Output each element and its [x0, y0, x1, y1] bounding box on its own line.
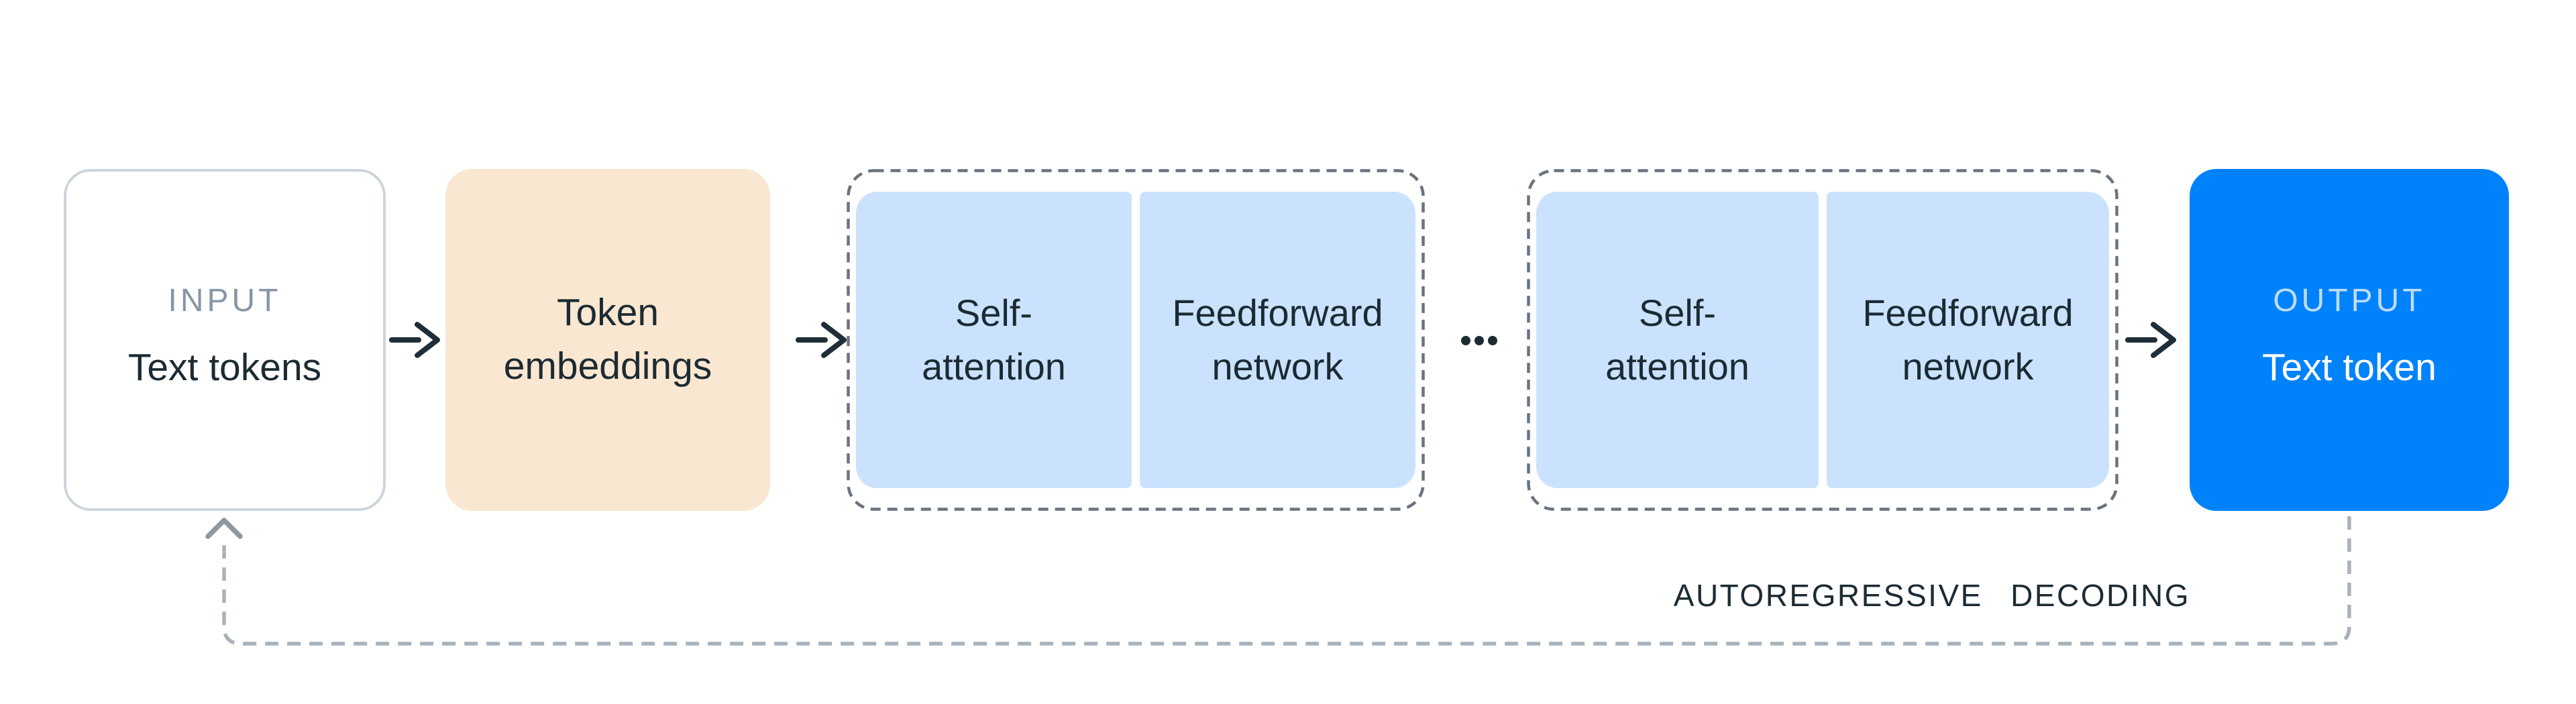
ellipsis-dot [1461, 336, 1470, 345]
feedforward-network-title: Feedforward network [1172, 292, 1383, 388]
feedforward-network-box: Feedforward network [1827, 192, 2109, 488]
arrow-up-icon [205, 518, 243, 539]
token-embeddings-box: Token embeddings [445, 169, 770, 511]
autoregressive-decoding-label: AUTOREGRESSIVE DECODING [1673, 578, 2190, 613]
self-attention-title: Self-attention [922, 292, 1066, 388]
transformer-block-2: Self-attention Feedforward network [1527, 169, 2118, 511]
token-embeddings-title: Token embeddings [503, 291, 712, 388]
arrow-right-icon [796, 322, 847, 358]
self-attention-box: Self-attention [1536, 192, 1819, 488]
self-attention-title: Self-attention [1605, 292, 1750, 388]
arrow-right-icon [389, 322, 440, 358]
input-box-title: Text tokens [127, 346, 322, 390]
output-box-title: Text token [2262, 346, 2436, 390]
input-box-label: INPUT [168, 283, 282, 319]
output-box: OUTPUT Text token [2190, 169, 2509, 511]
dashed-border [1527, 169, 2118, 511]
dashed-border [847, 169, 1425, 511]
input-box: INPUT Text tokens [64, 169, 386, 511]
arrow-right-icon [2125, 322, 2176, 358]
self-attention-box: Self-attention [856, 192, 1132, 488]
ellipsis-dot [1474, 336, 1484, 345]
feedforward-network-title: Feedforward network [1862, 292, 2074, 388]
feedforward-network-box: Feedforward network [1140, 192, 1415, 488]
transformer-block-1: Self-attention Feedforward network [847, 169, 1425, 511]
ellipsis-icon [1461, 336, 1497, 345]
ellipsis-dot [1488, 336, 1497, 345]
output-box-label: OUTPUT [2273, 283, 2426, 319]
